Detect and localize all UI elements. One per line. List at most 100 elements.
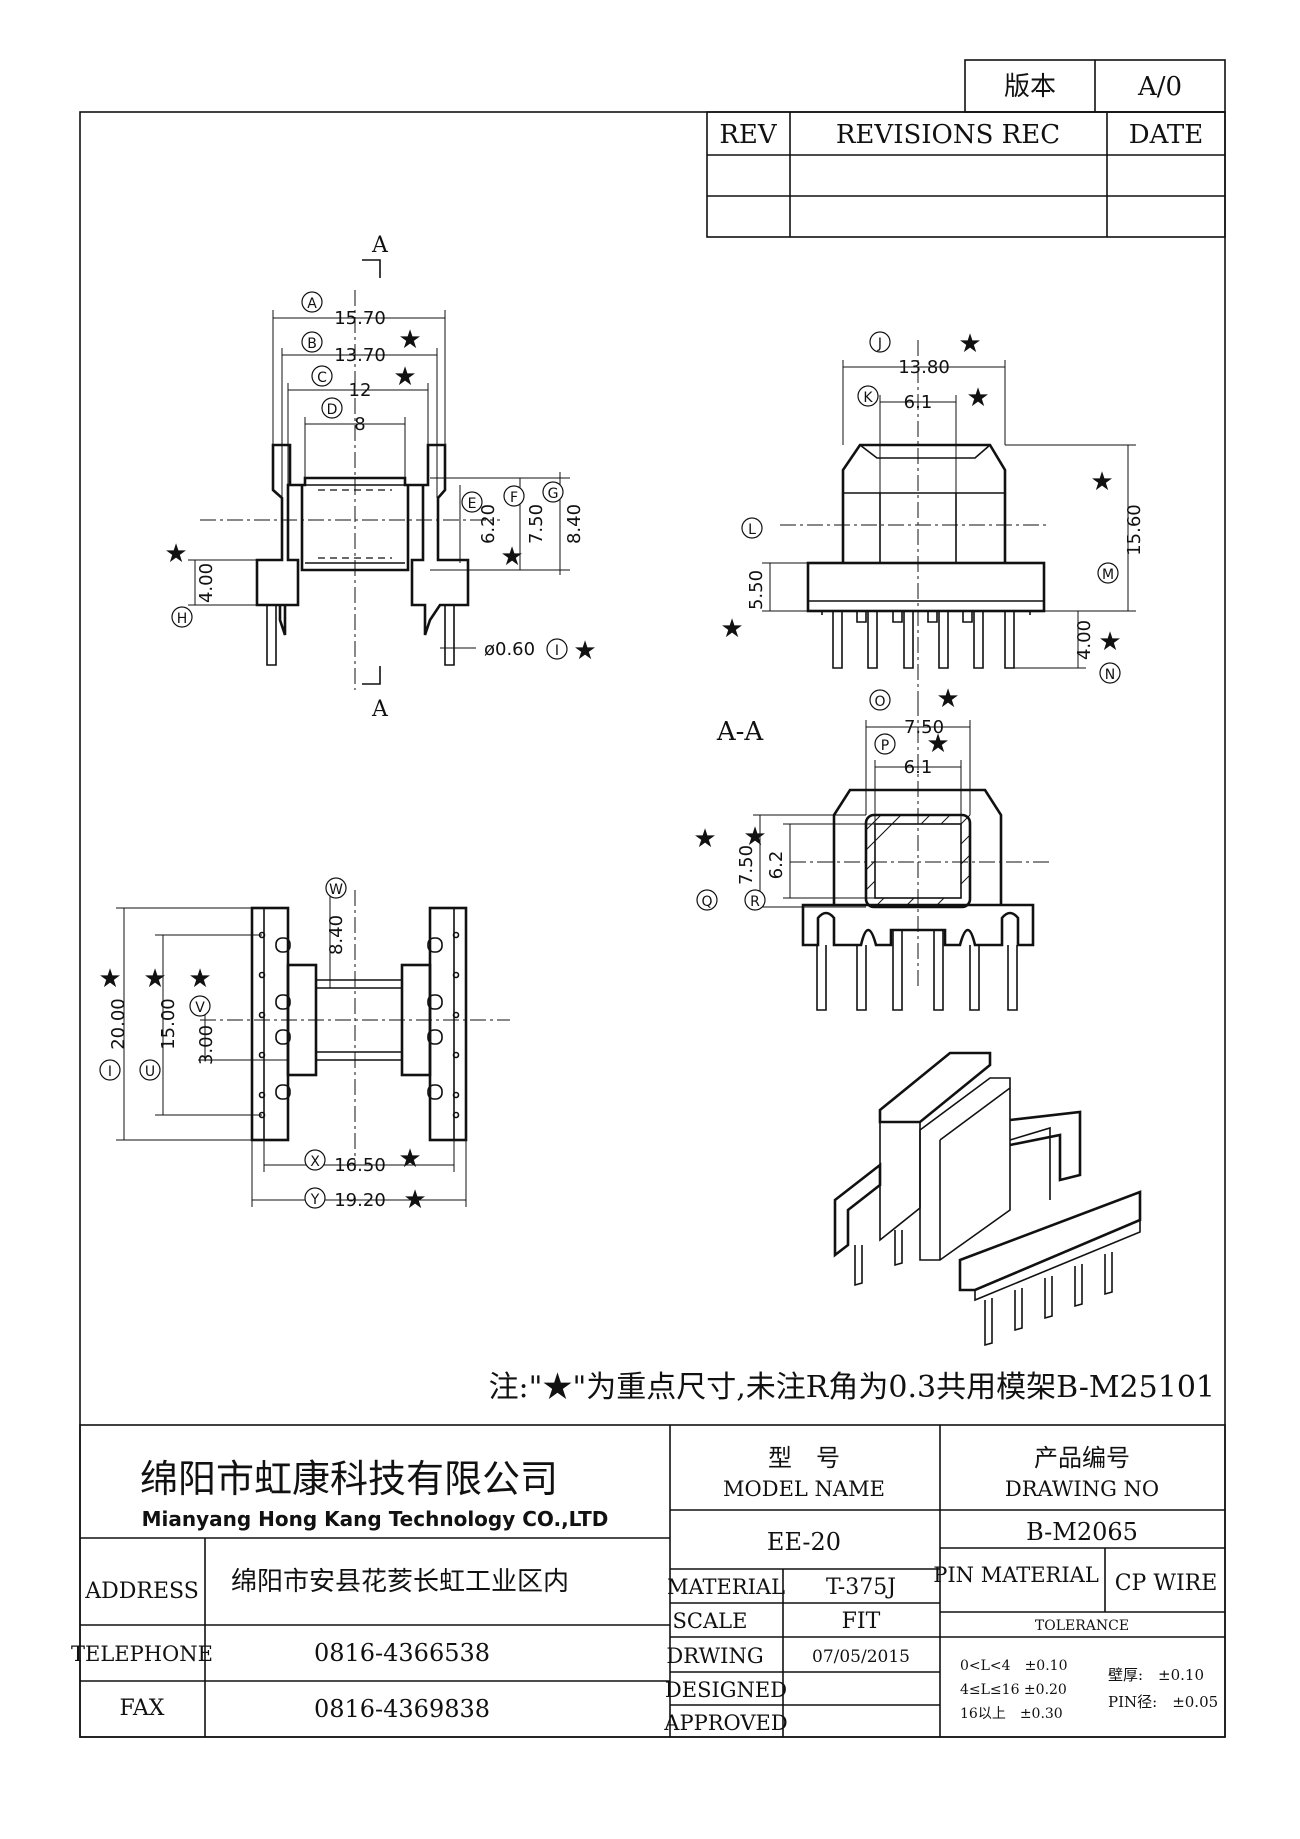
approved-label: APPROVED xyxy=(663,1711,787,1735)
address-label: ADDRESS xyxy=(84,1579,199,1604)
dim-e-value: 6.20 xyxy=(478,504,499,544)
revisions-rec-header: REVISIONS REC xyxy=(836,120,1060,150)
key-star: ★ xyxy=(398,1144,421,1174)
dim-a-value: 15.70 xyxy=(334,308,386,329)
dim-r-value: 6.2 xyxy=(766,851,787,880)
dim-q-value: 7.50 xyxy=(736,845,757,885)
drawing-no-label-cn: 产品编号 xyxy=(1034,1444,1130,1472)
dim-p-value: 6.1 xyxy=(904,757,933,778)
key-star: ★ xyxy=(500,542,523,572)
dim-y-value: 19.20 xyxy=(334,1190,386,1211)
svg-text:Q: Q xyxy=(701,894,712,910)
key-star: ★ xyxy=(693,824,716,854)
tolerance-row-1: 0<L<4 ±0.10 xyxy=(960,1658,1067,1674)
svg-text:F: F xyxy=(510,490,518,506)
tolerance-row-3: 16以上 ±0.30 xyxy=(960,1706,1063,1722)
svg-text:P: P xyxy=(881,738,889,754)
title-block: 绵阳市虹康科技有限公司 Mianyang Hong Kang Technolog… xyxy=(71,1424,1226,1738)
marker-q: Q xyxy=(696,889,718,911)
telephone-value: 0816-4366538 xyxy=(314,1639,490,1667)
svg-text:E: E xyxy=(468,496,477,512)
dim-c-value: 12 xyxy=(349,380,372,401)
pin-material-label: PIN MATERIAL xyxy=(933,1563,1099,1587)
dim-l-value: 5.50 xyxy=(746,570,767,610)
drwing-label: DRWING xyxy=(666,1644,763,1668)
bottom-view: 8.40 20.00 15.00 3.00 16.50 19.20 W I U … xyxy=(98,877,510,1215)
date-header: DATE xyxy=(1129,120,1204,150)
key-star: ★ xyxy=(143,964,166,994)
dim-i-value: 20.00 xyxy=(108,998,129,1050)
material-label: MATERIAL xyxy=(667,1575,785,1599)
key-star: ★ xyxy=(720,614,743,644)
svg-text:A: A xyxy=(307,296,317,312)
designed-label: DESIGNED xyxy=(665,1678,787,1702)
key-star: ★ xyxy=(743,822,766,852)
section-label-bottom: A xyxy=(371,697,389,722)
dim-o-value: 7.50 xyxy=(904,717,944,738)
marker-b: B xyxy=(301,331,323,353)
svg-text:R: R xyxy=(750,894,760,910)
fax-label: FAX xyxy=(120,1696,165,1721)
dim-v-value: 3.00 xyxy=(196,1025,217,1065)
svg-text:O: O xyxy=(874,694,885,710)
key-star: ★ xyxy=(98,964,121,994)
dim-n-value: 4.00 xyxy=(1074,620,1095,660)
marker-pin-i: I xyxy=(546,638,568,660)
marker-m: M xyxy=(1097,562,1119,584)
section-view: A-A xyxy=(693,684,1050,1011)
key-star: ★ xyxy=(1098,627,1121,657)
front-view: A A 15.70 13.70 12 8 xyxy=(164,233,596,722)
svg-text:M: M xyxy=(1102,567,1114,583)
key-star: ★ xyxy=(1090,467,1113,497)
marker-n: N xyxy=(1099,662,1121,684)
svg-text:K: K xyxy=(863,390,873,406)
dim-x-value: 16.50 xyxy=(334,1155,386,1176)
dim-pin-value: ø0.60 xyxy=(484,639,535,660)
wall-tolerance: 壁厚: ±0.10 xyxy=(1108,1666,1204,1684)
key-star: ★ xyxy=(398,325,421,355)
isometric-view xyxy=(833,1051,1142,1347)
dim-w-value: 8.40 xyxy=(326,915,347,955)
svg-text:L: L xyxy=(748,522,756,538)
marker-o: O xyxy=(869,689,891,711)
marker-k: K xyxy=(857,385,879,407)
svg-text:B: B xyxy=(307,336,317,352)
drawing-no-value: B-M2065 xyxy=(1026,1518,1138,1546)
version-value: A/0 xyxy=(1137,72,1182,102)
side-view: 13.80 6.1 5.50 15.60 4.00 J K L M N ★ ★ … xyxy=(720,329,1145,700)
svg-text:D: D xyxy=(327,402,338,418)
svg-text:N: N xyxy=(1105,667,1115,683)
revision-table: REV REVISIONS REC DATE xyxy=(706,111,1226,238)
dim-f-value: 7.50 xyxy=(526,504,547,544)
tolerance-label: TOLERANCE xyxy=(1035,1618,1129,1634)
svg-text:C: C xyxy=(317,370,327,386)
scale-value: FIT xyxy=(842,1609,881,1634)
marker-v: V xyxy=(189,995,211,1017)
key-star: ★ xyxy=(188,964,211,994)
marker-a: A xyxy=(301,291,323,313)
key-star: ★ xyxy=(926,729,949,759)
marker-d: D xyxy=(321,397,343,419)
marker-w: W xyxy=(325,877,347,899)
marker-e: E xyxy=(461,491,483,513)
dim-g-value: 8.40 xyxy=(564,504,585,544)
svg-text:V: V xyxy=(195,1000,205,1016)
company-name-en: Mianyang Hong Kang Technology CO.,LTD xyxy=(142,1507,609,1531)
section-label-top: A xyxy=(371,233,389,258)
company-name-cn: 绵阳市虹康科技有限公司 xyxy=(140,1457,558,1501)
dim-h-value: 4.00 xyxy=(196,563,217,603)
key-star: ★ xyxy=(573,636,596,666)
telephone-label: TELEPHONE xyxy=(71,1642,213,1666)
svg-text:I: I xyxy=(555,643,559,659)
svg-text:G: G xyxy=(548,486,559,502)
marker-p: P xyxy=(874,733,896,755)
key-star: ★ xyxy=(936,684,959,714)
marker-j: J xyxy=(869,331,891,353)
marker-u: U xyxy=(139,1059,161,1081)
svg-text:I: I xyxy=(108,1064,112,1080)
tolerance-row-2: 4≤L≤16 ±0.20 xyxy=(960,1682,1067,1698)
dim-u-value: 15.00 xyxy=(158,998,179,1050)
drwing-date: 07/05/2015 xyxy=(812,1647,910,1667)
marker-x: X xyxy=(304,1149,326,1171)
